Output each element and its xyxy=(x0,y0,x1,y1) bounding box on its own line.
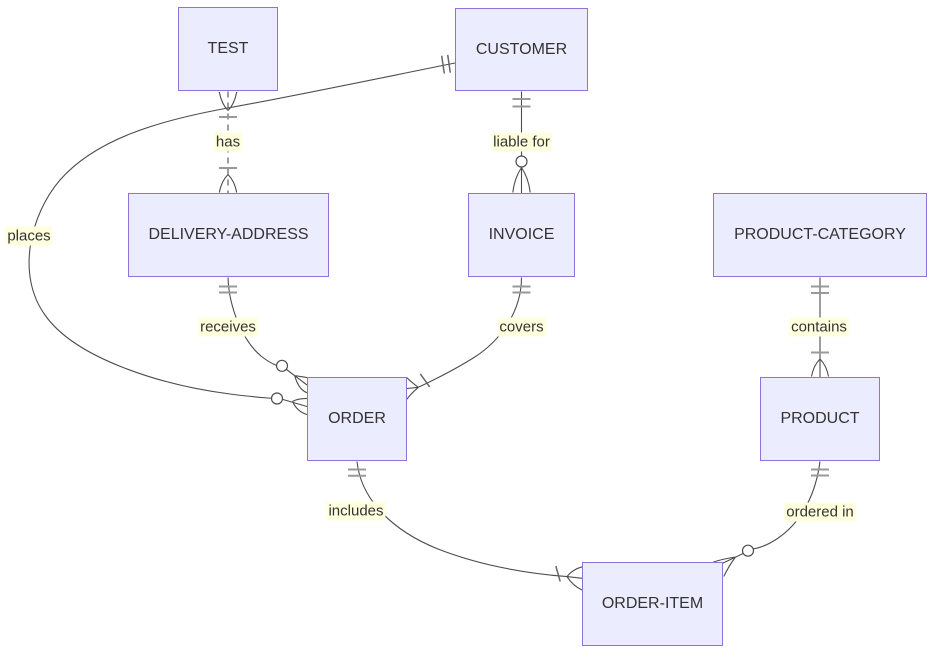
entity-product: PRODUCT xyxy=(760,377,880,461)
exactly-one-bars-product-category-end xyxy=(811,285,829,294)
crowfoot-many-product-end xyxy=(810,358,830,377)
entity-invoice: INVOICE xyxy=(468,193,575,277)
crowfoot-many-order-item-end-ordered-in xyxy=(712,553,744,577)
crowfoot-many-order-end-receives xyxy=(286,369,308,394)
exactly-one-bars-delivery-address-end xyxy=(219,285,237,294)
relationship-receives xyxy=(219,277,308,394)
exactly-one-bars-product-end xyxy=(811,468,829,477)
zero-circle-order-end-receives xyxy=(275,359,289,372)
one-tick-order-item-end-includes xyxy=(555,565,561,582)
zero-circle-order-item-end xyxy=(741,544,755,557)
entity-invoice-label: INVOICE xyxy=(488,226,555,243)
relationship-label-covers: covers xyxy=(497,317,546,337)
zero-circle-invoice-end xyxy=(515,155,528,168)
exactly-one-bars-invoice-end xyxy=(512,285,531,294)
relationship-includes xyxy=(348,461,583,591)
crowfoot-many-delivery-address-end xyxy=(218,174,238,193)
entity-order-label: ORDER xyxy=(328,410,386,427)
relationship-liable-for xyxy=(512,91,531,193)
entity-test: TEST xyxy=(178,7,278,91)
exactly-one-ticks-customer-end xyxy=(440,54,452,74)
zero-circle-order-end xyxy=(270,392,284,405)
relationship-label-liable-for: liable for xyxy=(491,132,552,152)
crowfoot-many-invoice-end xyxy=(512,167,531,193)
entity-test-label: TEST xyxy=(207,40,249,57)
relationship-label-ordered-in: ordered in xyxy=(784,502,856,522)
relationship-ordered-in xyxy=(712,461,829,577)
relationship-label-contains: contains xyxy=(789,317,849,337)
relationship-places xyxy=(28,54,456,416)
relationship-label-includes: includes xyxy=(326,501,386,521)
crowfoot-many-test-end xyxy=(218,91,238,111)
entity-customer-label: CUSTOMER xyxy=(475,40,568,58)
entity-customer: CUSTOMER xyxy=(455,8,588,91)
crowfoot-many-order-end-places xyxy=(282,397,308,416)
relationship-covers xyxy=(406,277,531,400)
entity-product-label: PRODUCT xyxy=(780,410,860,427)
relationship-label-receives: receives xyxy=(198,317,258,337)
relationship-label-places: places xyxy=(5,226,53,246)
entity-product-category: PRODUCT-CATEGORY xyxy=(713,193,927,277)
entity-product-category-label: PRODUCT-CATEGORY xyxy=(734,226,906,243)
one-tick-order-end-covers xyxy=(419,373,431,388)
exactly-one-bars-customer-end xyxy=(512,98,531,108)
entity-order: ORDER xyxy=(307,377,407,461)
exactly-one-bars-order-end xyxy=(348,468,366,477)
entity-order-item-label: ORDER-ITEM xyxy=(601,595,704,612)
entity-delivery-address: DELIVERY-ADDRESS xyxy=(128,193,329,277)
crowfoot-many-order-item-end-includes xyxy=(566,566,583,591)
entity-order-item: ORDER-ITEM xyxy=(582,562,723,646)
entity-delivery-address-label: DELIVERY-ADDRESS xyxy=(148,226,309,243)
crowfoot-many-order-end-covers xyxy=(406,377,419,400)
relationship-label-has: has xyxy=(213,132,243,152)
